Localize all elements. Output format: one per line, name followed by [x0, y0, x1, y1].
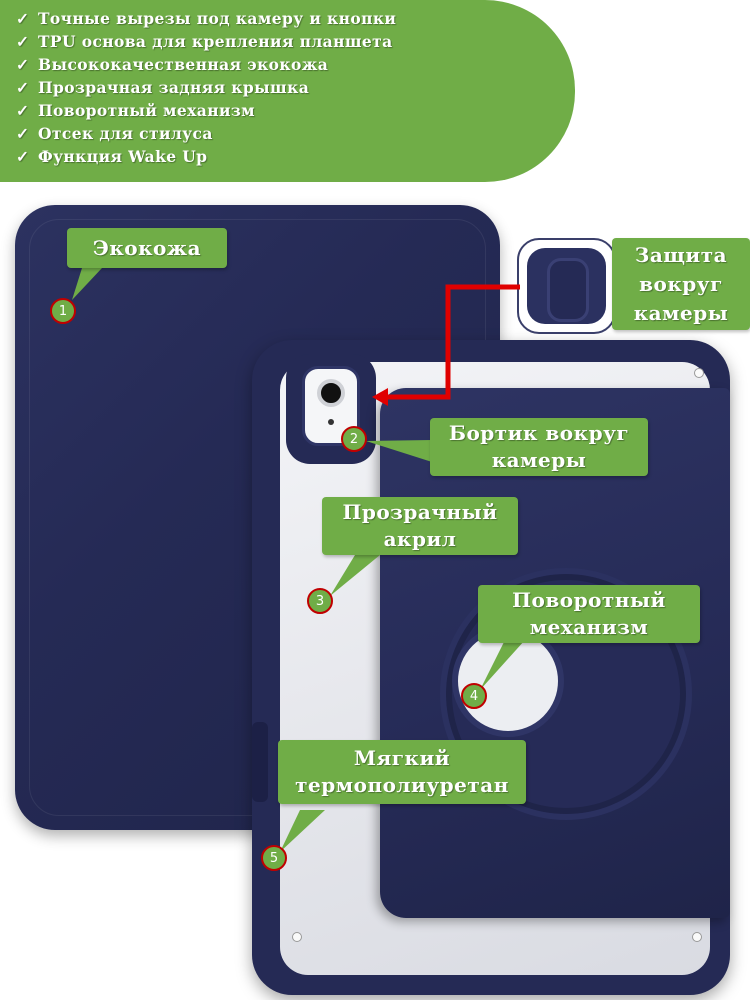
corner-dot-icon [292, 932, 302, 942]
label-camera-rim: Бортик вокруг камеры [430, 418, 648, 476]
badge-3: 3 [307, 588, 333, 614]
label-text: Экокожа [92, 235, 202, 260]
check-icon: ✓ [16, 78, 30, 97]
label-tpu: Мягкий термополиуретан [278, 740, 526, 804]
badge-5: 5 [261, 845, 287, 871]
label-text: Мягкий [353, 746, 451, 770]
microphone-dot-icon [328, 419, 334, 425]
check-icon: ✓ [16, 101, 30, 120]
label-rotation: Поворотный механизм [478, 585, 700, 643]
label-text: термополиуретан [295, 773, 509, 797]
label-text: Прозрачный [342, 500, 498, 524]
badge-4: 4 [461, 683, 487, 709]
feature-item: ✓ Функция Wake Up [16, 145, 575, 168]
check-icon: ✓ [16, 9, 30, 28]
label-text: Бортик вокруг [448, 421, 630, 445]
feature-text: TPU основа для крепления планшета [38, 32, 393, 51]
feature-item: ✓ TPU основа для крепления планшета [16, 30, 575, 53]
feature-text: Функция Wake Up [38, 147, 208, 166]
badge-2: 2 [341, 426, 367, 452]
check-icon: ✓ [16, 124, 30, 143]
feature-text: Высококачественная экокожа [38, 55, 329, 74]
label-text: акрил [383, 527, 457, 551]
stylus-slot [252, 722, 268, 802]
camera-lens-icon [317, 379, 345, 407]
label-camera-protection: Защита вокруг камеры [612, 238, 750, 330]
check-icon: ✓ [16, 55, 30, 74]
features-list: ✓ Точные вырезы под камеру и кнопки ✓ TPU … [0, 0, 575, 168]
camera-zoom-cutout [547, 258, 589, 322]
feature-item: ✓ Поворотный механизм [16, 99, 575, 122]
label-ecoleather: Экокожа [67, 228, 227, 268]
feature-text: Точные вырезы под камеру и кнопки [38, 9, 397, 28]
feature-item: ✓ Прозрачная задняя крышка [16, 76, 575, 99]
label-text: Защита [634, 242, 728, 267]
label-text: вокруг [639, 271, 723, 296]
label-text: камеры [491, 448, 587, 472]
camera-zoom-frame [527, 248, 606, 324]
check-icon: ✓ [16, 147, 30, 166]
check-icon: ✓ [16, 32, 30, 51]
features-banner: ✓ Точные вырезы под камеру и кнопки ✓ TPU … [0, 0, 575, 182]
feature-text: Поворотный механизм [38, 101, 256, 120]
feature-item: ✓ Отсек для стилуса [16, 122, 575, 145]
feature-text: Прозрачная задняя крышка [38, 78, 310, 97]
corner-dot-icon [694, 368, 704, 378]
feature-item: ✓ Высококачественная экокожа [16, 53, 575, 76]
label-text: камеры [633, 300, 729, 325]
badge-1: 1 [50, 298, 76, 324]
camera-zoom-detail [517, 238, 616, 334]
feature-text: Отсек для стилуса [38, 124, 213, 143]
label-acrylic: Прозрачный акрил [322, 497, 518, 555]
label-text: Поворотный [512, 588, 666, 612]
label-text: механизм [529, 615, 649, 639]
corner-dot-icon [692, 932, 702, 942]
feature-item: ✓ Точные вырезы под камеру и кнопки [16, 7, 575, 30]
